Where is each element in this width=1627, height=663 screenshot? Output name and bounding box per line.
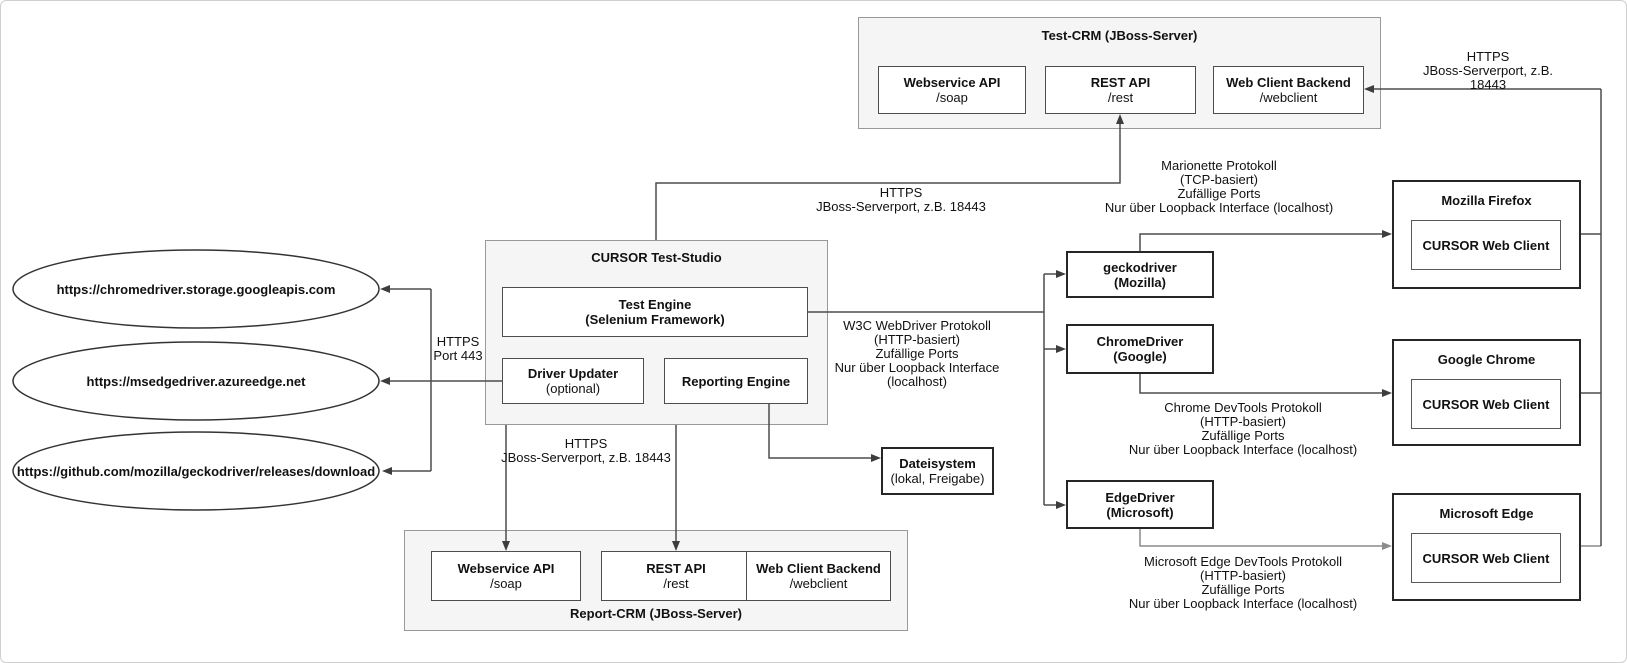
test-crm-title: Test-CRM (JBoss-Server) <box>1041 28 1198 43</box>
box-subtitle: /webclient <box>789 576 848 591</box>
label-chrome-devtools-protocol: Chrome DevTools Protokoll (HTTP-basiert)… <box>1128 400 1358 457</box>
box-subtitle: (Google) <box>1113 349 1167 364</box>
url-geckodriver: https://github.com/mozilla/geckodriver/r… <box>16 464 376 479</box>
dateisystem-box: Dateisystem (lokal, Freigabe) <box>881 447 994 495</box>
test-engine-box: Test Engine (Selenium Framework) <box>502 287 808 337</box>
box-title: Test Engine <box>618 297 692 312</box>
box-subtitle: /soap <box>490 576 522 591</box>
box-title: REST API <box>1090 75 1151 90</box>
box-subtitle: (optional) <box>545 381 601 396</box>
box-subtitle: (lokal, Freigabe) <box>890 471 985 486</box>
box-title: REST API <box>646 561 706 576</box>
cursor-web-client-box: CURSOR Web Client <box>1411 379 1561 429</box>
cursor-test-studio-title: CURSOR Test-Studio <box>591 250 722 265</box>
box-title: Reporting Engine <box>681 373 791 389</box>
label-marionette-protocol: Marionette Protokoll (TCP-basiert) Zufäl… <box>1104 158 1334 215</box>
box-subtitle: (Mozilla) <box>1114 274 1166 290</box>
report-crm-title: Report-CRM (JBoss-Server) <box>570 606 742 621</box>
firefox-box: Mozilla Firefox CURSOR Web Client <box>1392 180 1581 289</box>
browser-title: Mozilla Firefox <box>1441 193 1532 208</box>
label-https-jboss-top: HTTPS JBoss-Serverport, z.B. 18443 <box>1422 49 1554 92</box>
url-chromedriver: https://chromedriver.storage.googleapis.… <box>56 282 336 297</box>
box-title: Web Client Backend <box>756 561 881 576</box>
box-title: Web Client Backend <box>1226 75 1351 90</box>
box-subtitle: /rest <box>663 576 689 591</box>
box-title: geckodriver <box>1103 259 1177 275</box>
report-crm-web-client-backend-box: Web Client Backend /webclient <box>746 551 891 601</box>
box-title: EdgeDriver <box>1105 489 1175 505</box>
box-title: Webservice API <box>457 561 555 576</box>
report-crm-webservice-api-box: Webservice API /soap <box>431 551 581 601</box>
browser-title: Google Chrome <box>1437 352 1536 367</box>
label-https-port443: HTTPS Port 443 <box>433 334 483 363</box>
chrome-box: Google Chrome CURSOR Web Client <box>1392 339 1581 446</box>
edgedriver-box: EdgeDriver (Microsoft) <box>1066 480 1214 529</box>
cursor-web-client-box: CURSOR Web Client <box>1411 533 1561 583</box>
box-subtitle: /rest <box>1107 90 1134 105</box>
box-title: Dateisystem <box>899 456 976 471</box>
box-subtitle: (Microsoft) <box>1106 504 1174 520</box>
chromedriver-box: ChromeDriver (Google) <box>1066 324 1214 374</box>
browser-title: Microsoft Edge <box>1439 506 1534 521</box>
box-subtitle: /webclient <box>1259 90 1318 105</box>
test-crm-webservice-api-box: Webservice API /soap <box>878 66 1026 114</box>
driver-updater-box: Driver Updater (optional) <box>502 358 644 404</box>
box-title: Driver Updater <box>527 366 619 381</box>
report-crm-rest-api-box: REST API /rest <box>601 551 751 601</box>
label-https-jboss-bottom: HTTPS JBoss-Serverport, z.B. 18443 <box>501 436 671 465</box>
label-https-jboss-mid: HTTPS JBoss-Serverport, z.B. 18443 <box>816 185 986 214</box>
reporting-engine-box: Reporting Engine <box>664 358 808 404</box>
edge-box: Microsoft Edge CURSOR Web Client <box>1392 493 1581 601</box>
box-title: ChromeDriver <box>1096 334 1184 349</box>
url-msedgedriver: https://msedgedriver.azureedge.net <box>86 374 306 389</box>
box-subtitle: /soap <box>936 90 968 105</box>
test-crm-rest-api-box: REST API /rest <box>1045 66 1196 114</box>
box-title: Webservice API <box>903 75 1001 90</box>
label-w3c-webdriver-protocol: W3C WebDriver Protokoll (HTTP-basiert) Z… <box>834 318 1000 389</box>
cursor-web-client-box: CURSOR Web Client <box>1411 220 1561 270</box>
box-subtitle: (Selenium Framework) <box>585 312 725 327</box>
label-edge-devtools-protocol: Microsoft Edge DevTools Protokoll (HTTP-… <box>1128 554 1358 611</box>
test-crm-web-client-backend-box: Web Client Backend /webclient <box>1213 66 1364 114</box>
geckodriver-box: geckodriver (Mozilla) <box>1066 251 1214 298</box>
